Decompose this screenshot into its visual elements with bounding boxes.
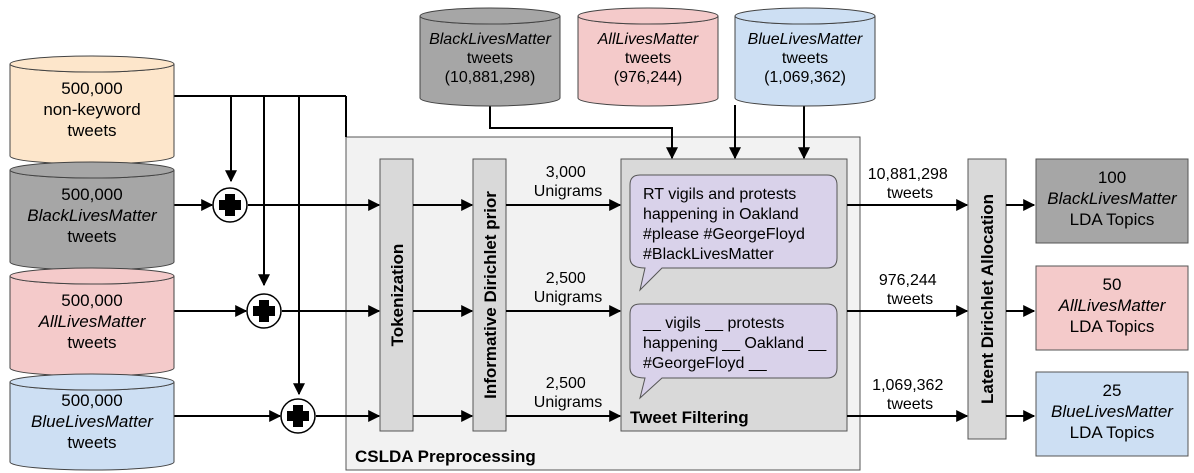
original-tweet-text: RT vigils and protests happening in Oakl…: [643, 186, 809, 263]
preprocessing-label: CSLDA Preprocessing: [355, 447, 536, 466]
lda-tweet-count: 976,244 tweets: [879, 272, 941, 308]
tokenization-label: Tokenization: [388, 244, 407, 347]
unigram-count: 2,500 Unigrams: [534, 375, 602, 411]
merge-plus-icon: [246, 293, 282, 329]
filtered-tweet-text: __ vigils __ protests happening __ Oakla…: [642, 315, 831, 372]
lda-box: [967, 158, 1007, 440]
lda-tweet-count: 1,069,362 tweets: [872, 377, 948, 413]
original-tweet-bubble: [629, 174, 838, 292]
merge-plus-icon: [212, 187, 248, 223]
lda-tweet-count: 10,881,298 tweets: [868, 166, 953, 202]
dirichlet-prior-box: [472, 158, 507, 432]
lda-label: Latent Dirichlet Allocation: [978, 194, 997, 404]
tweet-filtering-label: Tweet Filtering: [630, 408, 749, 427]
unigram-count: 3,000 Unigrams: [534, 164, 602, 200]
filtered-tweet-bubble: [629, 303, 838, 400]
dirichlet-prior-label: Informative Dirichlet prior: [481, 191, 500, 399]
tokenization-box: [379, 158, 414, 432]
merge-plus-icon: [280, 398, 316, 434]
unigram-count: 2,500 Unigrams: [534, 270, 602, 306]
